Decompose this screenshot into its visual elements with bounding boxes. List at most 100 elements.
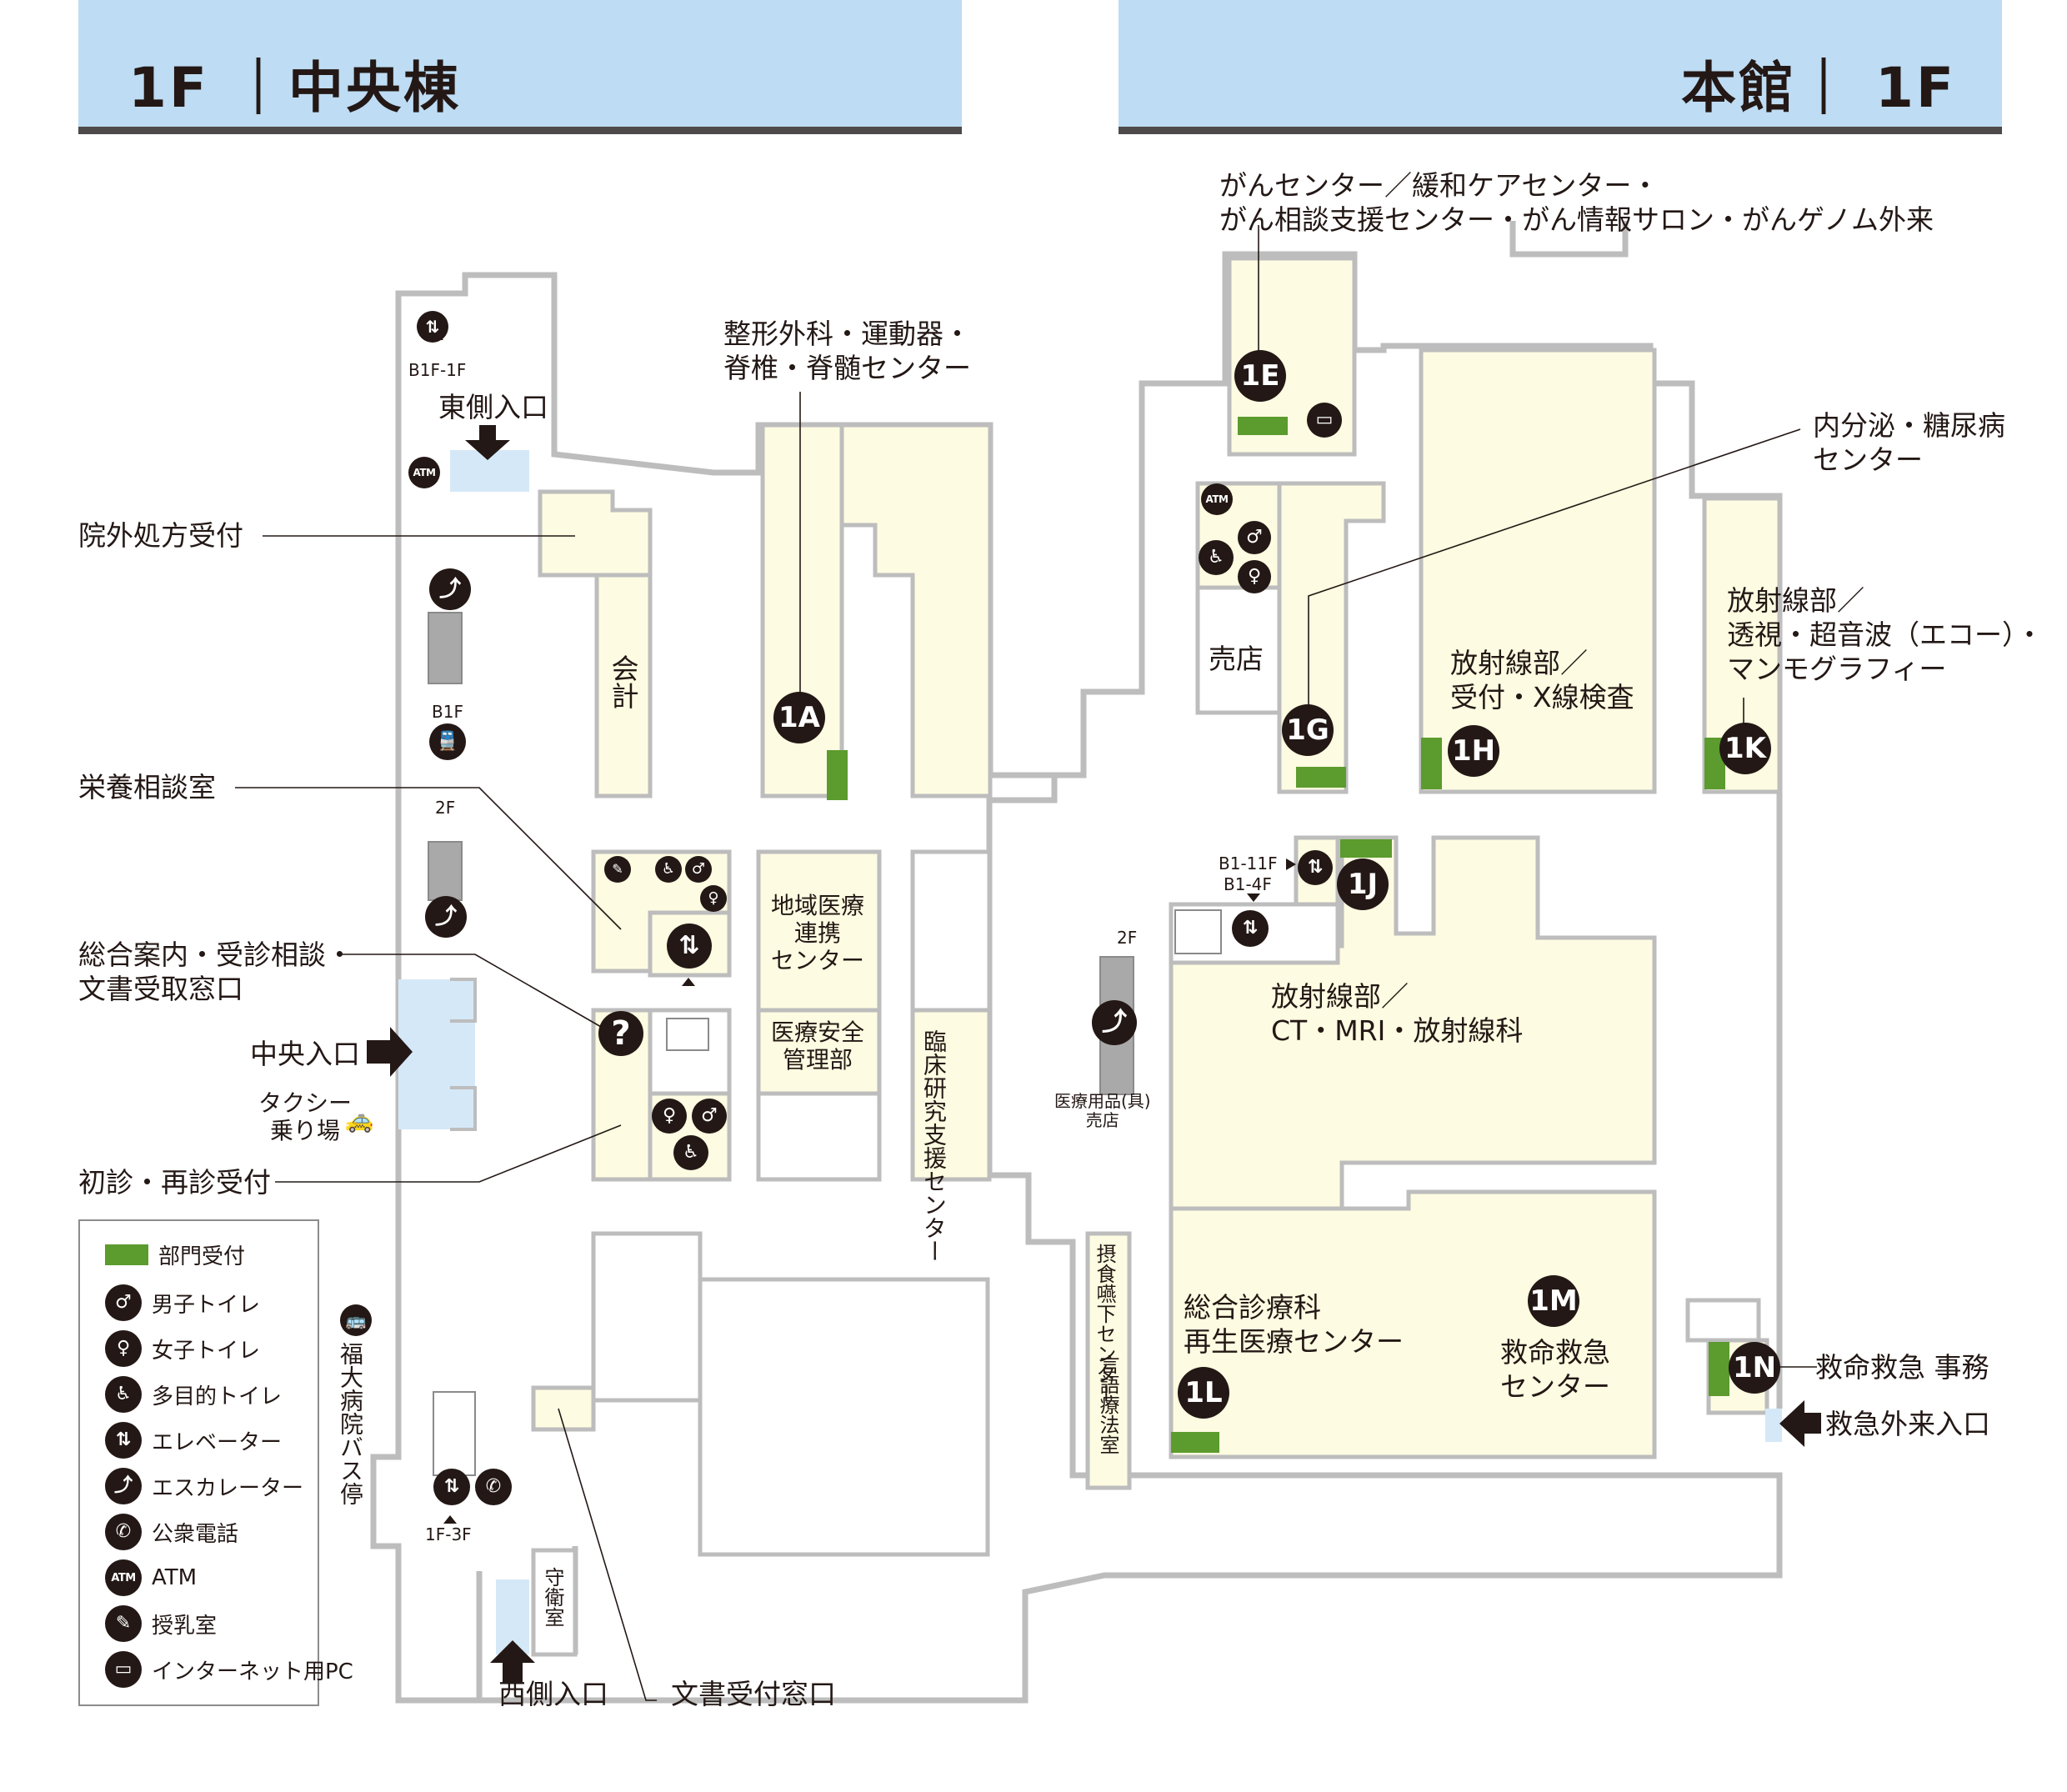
- label-general-info-line2: 文書受取窓口: [78, 973, 243, 1005]
- label-medical-supplies: 医療用品(具) 売店: [1054, 1092, 1151, 1130]
- label-ortho: 整形外科・運動器・ 脊椎・脊髄センター: [723, 317, 971, 385]
- label-safety-line1: 医療安全: [771, 1019, 865, 1046]
- elevator-icon: ⇅: [105, 1422, 142, 1459]
- label-speech-therapy: 言語療法室: [1096, 1354, 1119, 1454]
- female-toilet-icon: ♀: [700, 885, 727, 912]
- label-cancer-center: がんセンター／緩和ケアセンター・ がん相談支援センター・がん情報サロン・がんゲノ…: [1219, 168, 1934, 237]
- label-radiology-xray: 放射線部／ 受付・X線検査: [1450, 646, 1634, 714]
- legend-row-pc: ▭ インターネット用PC: [105, 1651, 353, 1688]
- header-main-building: 本館｜ 1F: [1119, 0, 2002, 134]
- label-safety: 医療安全 管理部: [771, 1019, 864, 1074]
- label-radiology-us-line3: マンモグラフィー: [1727, 653, 1947, 685]
- badge-1h: 1H: [1448, 725, 1499, 777]
- label-radiology-us-line1: 放射線部／: [1727, 584, 1864, 617]
- payphone-icon: ✆: [475, 1469, 512, 1505]
- header-central-building: 1F ｜中央棟: [78, 0, 962, 134]
- legend-escalator-label: エスカレーター: [152, 1475, 304, 1501]
- label-elev-b1f-1f: B1F-1F: [408, 360, 467, 380]
- legend-payphone-label: 公衆電話: [152, 1521, 239, 1547]
- atm-icon: ATM: [105, 1559, 142, 1596]
- label-emergency-center: 救命救急 センター: [1500, 1335, 1610, 1404]
- label-regional-line3: センター: [771, 947, 865, 974]
- escalator-icon-3: ⤴: [1092, 1000, 1137, 1045]
- room-dysphagia: [1085, 1231, 1132, 1490]
- elevator-icon-2: ⇅: [667, 924, 712, 969]
- label-east-entrance: 東側入口: [438, 391, 548, 423]
- female-toilet-icon: ♀: [105, 1330, 142, 1367]
- elevator-icon-4: ⇅: [1298, 850, 1333, 885]
- elevator-icon-3: ⇅: [433, 1469, 470, 1505]
- reception-1h: [1421, 738, 1442, 789]
- escalator-icon: ⤴: [429, 568, 471, 610]
- reception-1j: [1340, 839, 1392, 858]
- label-medical-supplies-line2: 売店: [1085, 1110, 1119, 1130]
- label-bus-stop: 福大病院バス停: [337, 1342, 364, 1505]
- emergency-entrance-arrow: [1779, 1400, 1821, 1447]
- legend-row-atm: ATM ATM: [105, 1559, 197, 1596]
- label-ortho-line2: 脊椎・脊髄センター: [723, 352, 971, 384]
- label-accounting: 会計: [607, 654, 639, 709]
- room-lower-big: [698, 1277, 990, 1557]
- legend-elevator-label: エレベーター: [152, 1429, 283, 1455]
- label-guard-room: 守衛室: [541, 1567, 564, 1627]
- escalator-2f-left: [428, 841, 463, 901]
- stairs-central: [666, 1018, 709, 1051]
- room-prescription: [538, 489, 653, 578]
- female-toilet-icon-3: ♀: [1238, 560, 1271, 593]
- east-entrance-arrow: [465, 425, 510, 460]
- label-general-med-line1: 総合診療科: [1184, 1291, 1321, 1324]
- reception-1a: [827, 750, 848, 800]
- label-regional-line1: 地域医療: [771, 892, 865, 919]
- legend-row-elevator: ⇅ エレベーター: [105, 1422, 282, 1459]
- reception-1n: [1709, 1342, 1729, 1396]
- badge-1n: 1N: [1729, 1342, 1780, 1394]
- legend-female-label: 女子トイレ: [152, 1338, 261, 1364]
- badge-1m: 1M: [1528, 1275, 1579, 1327]
- label-radiology-xray-line1: 放射線部／: [1450, 647, 1588, 679]
- stairs-west: [433, 1391, 476, 1476]
- label-regional-line2: 連携: [794, 919, 842, 947]
- elevator-icon-5: ⇅: [1232, 910, 1269, 947]
- label-shop: 売店: [1209, 643, 1264, 675]
- atm-icon-2: ATM: [1201, 483, 1233, 515]
- elev-right-tri: [1286, 858, 1296, 870]
- legend-reception-label: 部門受付: [158, 1244, 246, 1269]
- payphone-icon: ✆: [105, 1514, 142, 1550]
- atm-icon: ATM: [408, 457, 440, 488]
- label-west-entrance: 西側入口: [498, 1678, 608, 1710]
- label-radiology-ct: 放射線部／ CT・MRI・放射線科: [1271, 979, 1523, 1048]
- label-ortho-line1: 整形外科・運動器・: [723, 318, 971, 350]
- reception-1g: [1296, 767, 1346, 788]
- stairs-1j: [1174, 909, 1222, 954]
- label-emergency-center-line1: 救命救急: [1500, 1336, 1610, 1369]
- legend-row-nursing: ✎ 授乳室: [105, 1605, 217, 1642]
- label-esc-2f-left: 2F: [435, 798, 456, 818]
- label-general-info-line1: 総合案内・受診相談・: [78, 939, 353, 971]
- internet-pc-icon: ▭: [1307, 403, 1342, 438]
- label-taxi: タクシー 乗り場: [258, 1089, 352, 1144]
- label-general-med: 総合診療科 再生医療センター: [1184, 1290, 1404, 1359]
- legend-row-payphone: ✆ 公衆電話: [105, 1514, 238, 1550]
- label-elev-b1-4f: B1-4F: [1224, 874, 1272, 894]
- male-toilet-icon-3: ♂: [1238, 521, 1271, 554]
- escalator-icon-2: ⤴: [425, 896, 467, 938]
- room-emerg-top: [1685, 1298, 1761, 1343]
- leader-document-desk: [558, 1408, 657, 1701]
- west-entrance-arrow: [490, 1640, 535, 1684]
- female-toilet-icon-2: ♀: [652, 1099, 687, 1134]
- legend-row-accessible: ♿ 多目的トイレ: [105, 1376, 282, 1413]
- label-dysphagia: 摂食嚥下センター: [1093, 1244, 1116, 1404]
- legend-male-label: 男子トイレ: [152, 1292, 261, 1318]
- label-general-med-line2: 再生医療センター: [1184, 1325, 1404, 1358]
- elev-down-tri: [1247, 893, 1260, 902]
- room-guard: [531, 1548, 578, 1657]
- label-cancer-center-line2: がん相談支援センター・がん情報サロン・がんゲノム外来: [1219, 203, 1934, 236]
- label-endocrine-line2: センター: [1813, 443, 1923, 476]
- accessible-toilet-icon: ♿: [655, 856, 682, 883]
- label-document-desk: 文書受付窓口: [671, 1678, 836, 1710]
- elev-up-tri-3: [443, 1515, 457, 1524]
- header-title-main: 本館｜ 1F: [1681, 56, 1956, 120]
- legend-accessible-label: 多目的トイレ: [152, 1384, 283, 1409]
- reception-swatch: [105, 1244, 148, 1265]
